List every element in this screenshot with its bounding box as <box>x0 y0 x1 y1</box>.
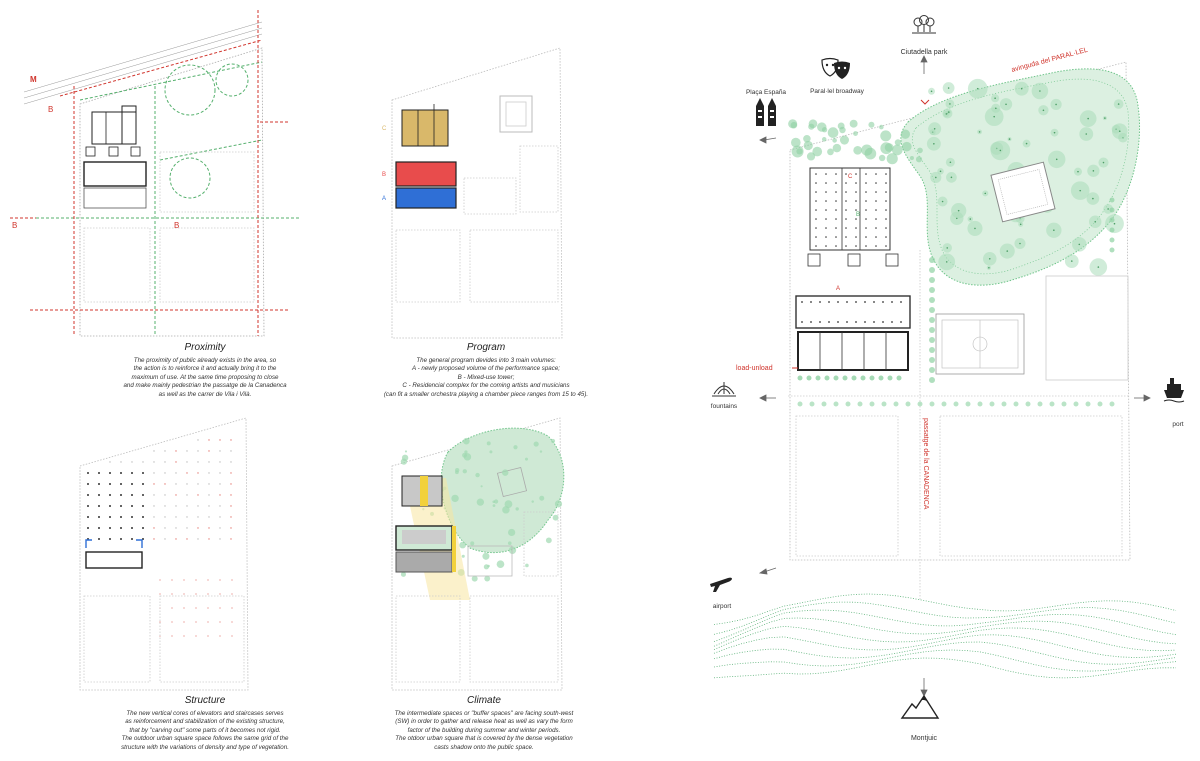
theatre-masks-icon <box>821 57 850 79</box>
diagram-panels: M B B B C B A <box>10 10 565 691</box>
program-caption: Program The general program devides into… <box>356 341 616 399</box>
structure-title: Structure <box>184 695 226 706</box>
structure-diagram <box>79 417 249 691</box>
program-text-line: (can fit a smaller orchestra playing a c… <box>383 390 589 398</box>
climate-text-line: The intermediate spaces or "buffer space… <box>394 710 574 717</box>
proximity-caption: Proximity The proximity of public alread… <box>60 341 350 399</box>
tree-icon <box>912 15 936 34</box>
program-label-a: A <box>382 196 386 202</box>
fountain-icon <box>712 382 736 397</box>
plan-label-a: A <box>836 286 840 292</box>
mountain-icon <box>900 694 940 719</box>
proximity-text-line: maximum of use. At the same time proposi… <box>131 373 279 381</box>
structure-text-line: as reinforcement and stabilization of th… <box>125 718 285 726</box>
volume-c <box>401 109 449 147</box>
structure-text-line: The outdoor urban square space follows t… <box>121 735 289 743</box>
climate-text-line: factor of the building during summer and… <box>407 726 561 734</box>
climate-diagram <box>391 417 565 691</box>
montjuic-label: Montjuic <box>911 735 938 742</box>
load-unload-label: load-unload <box>736 365 773 372</box>
climate-text-line: casts shadow onto the public space. <box>434 743 534 751</box>
proximity-title: Proximity <box>184 342 226 353</box>
structure-text-line: The new vertical cores of elevators and … <box>126 710 284 717</box>
plan-label-c: C <box>848 174 853 180</box>
passatge-label: passatge de la CANADENCA <box>922 418 929 510</box>
program-text-line: A - newly proposed volume of the perform… <box>411 365 560 373</box>
placa-espanya-label: Plaça España <box>746 89 786 96</box>
climate-text-line: The otdoor urban square that is covered … <box>395 735 573 743</box>
airplane-icon <box>710 577 732 592</box>
proximity-text-line: The proximity of public already exists i… <box>133 357 277 364</box>
program-text-line: B - Mixed-use tower; <box>457 373 515 381</box>
ciutadella-label: Ciutadella park <box>901 49 948 56</box>
program-title: Program <box>466 342 506 353</box>
proximity-text-line: and make mainly pedestrian the passatge … <box>123 382 287 390</box>
structure-text-line: structure with the variations of density… <box>121 743 289 751</box>
volume-b <box>395 161 457 187</box>
airport-label: airport <box>713 603 732 610</box>
site-plan: avinguda del PARAL·LEL load-unload passa… <box>710 15 1185 742</box>
parallel-broadway-label: Paral·lel broadway <box>810 88 865 95</box>
towers-icon <box>756 98 776 126</box>
climate-title: Climate <box>467 695 501 706</box>
volume-a <box>395 187 457 209</box>
climate-caption: Climate The intermediate spaces or "buff… <box>336 694 632 752</box>
proximity-label-b: B <box>12 221 17 230</box>
port-label: port <box>1172 421 1183 428</box>
program-text-line: The general program devides into 3 main … <box>416 357 556 364</box>
program-diagram: C B A <box>382 47 563 339</box>
fountains-label: fountains <box>711 403 738 410</box>
program-text-line: C - Residencial complex for the coming a… <box>402 382 570 390</box>
proximity-label-m: M <box>30 75 37 84</box>
proximity-diagram: M B B B <box>10 10 300 337</box>
proximity-text-line: the action is to reinforce it and actual… <box>133 365 277 373</box>
plan-label-b: B <box>856 212 860 218</box>
proximity-label-b: B <box>48 105 53 114</box>
structure-text-line: that by "carving out" some parts of it b… <box>129 726 281 734</box>
ship-icon <box>1163 378 1185 403</box>
proximity-text-line: as well as the carrer de Vila i Vilà. <box>158 390 252 398</box>
program-label-b: B <box>382 172 386 178</box>
climate-text-line: (SW) in order to gather and release heat… <box>395 718 573 726</box>
program-label-c: C <box>382 126 387 132</box>
proximity-label-b: B <box>174 221 179 230</box>
structure-caption: Structure The new vertical cores of elev… <box>60 694 350 752</box>
